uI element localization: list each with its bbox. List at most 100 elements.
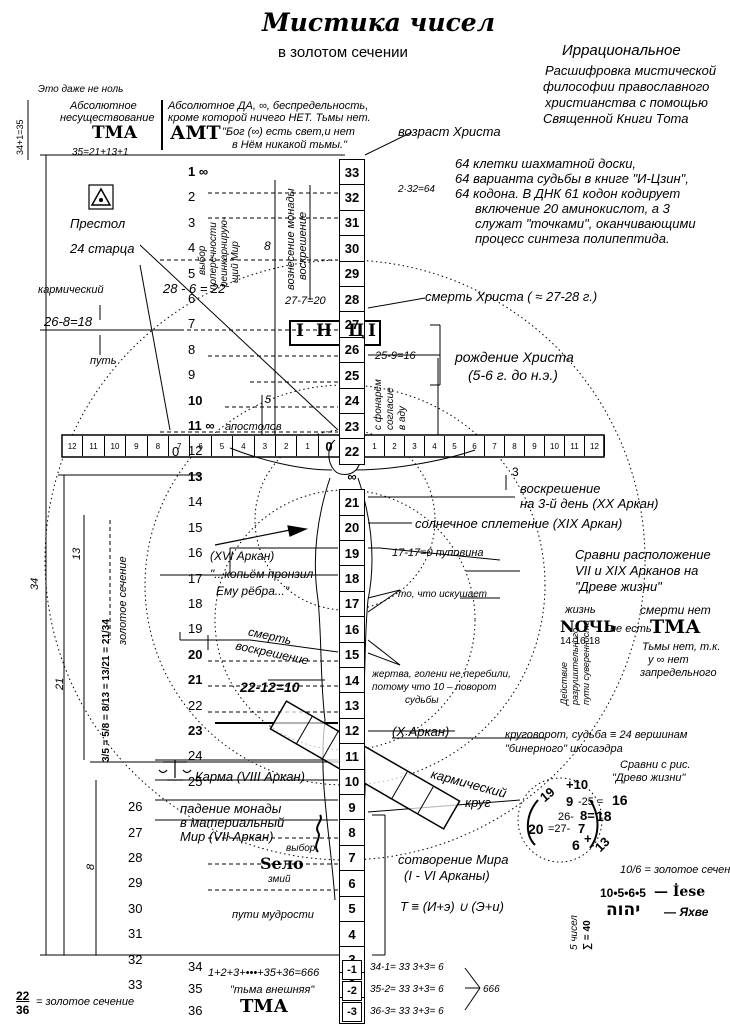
lantern-3: в аду	[397, 406, 408, 430]
crossbar-cell-right: 7	[485, 436, 505, 456]
neg-calc-1: 34-1= 33 3+3= 6	[370, 962, 444, 973]
compare-3: "Древе жизни"	[575, 579, 662, 594]
crossbar-cell-right: 5	[445, 436, 465, 456]
left-number: 26	[128, 799, 143, 815]
inci-letter-1: І	[296, 321, 304, 341]
circle-8: 8=	[580, 808, 595, 823]
negative-cell: -3	[342, 1002, 362, 1022]
choice-2: поперечности	[208, 222, 219, 290]
no-death-1: Тьмы нет, т.к.	[642, 641, 721, 653]
crossbar-cell-left: 3	[255, 436, 276, 456]
left-number: 9	[188, 367, 196, 383]
crossbar-cell-left: 10	[105, 436, 127, 456]
victim-3: судьбы	[405, 695, 439, 706]
sum-666: 1+2+3+•••+35+36=666	[208, 967, 320, 979]
is-not-label: не есть	[610, 623, 652, 635]
spear-line-1: "...копьём пронзил	[210, 567, 314, 581]
crossbar-cell-left: 8	[148, 436, 169, 456]
not-zero-label: Это даже не ноль	[38, 84, 124, 95]
dim-8-top: 8	[264, 239, 271, 253]
tma-label: ТМА	[92, 123, 138, 143]
column-cell: 8	[339, 819, 365, 846]
irrational-title: Иррациональное	[562, 42, 681, 59]
circle-26: 26-	[558, 811, 574, 823]
sum-35-label: 35=21+13+1	[72, 147, 129, 158]
tma-right-label: ТМА	[650, 616, 701, 638]
navel-label: 17-17=0 пуповина	[392, 547, 484, 559]
column-cell: 11	[339, 743, 365, 770]
column-cell: 25	[339, 362, 365, 389]
page-title: Мистика чисел	[262, 8, 495, 37]
crossbar-cell-right: 3	[405, 436, 425, 456]
eq-27-7: 27-7=20	[285, 295, 326, 307]
left-number: 32	[128, 951, 143, 967]
left-number: 5	[188, 265, 196, 281]
left-number: 36	[188, 1003, 203, 1018]
irrational-desc-4: Священной Книги Тота	[543, 111, 689, 126]
left-number: 34	[188, 959, 203, 974]
creation-line-2: (I - VI Арканы)	[404, 868, 490, 883]
creation-line-1: сотворение Мира	[398, 852, 509, 867]
inci-letter-2: Н	[316, 321, 333, 341]
christ-death-label: смерть Христа ( ≈ 27-28 г.)	[425, 289, 598, 304]
spear-line-2: Ему рёбра..."	[216, 584, 290, 598]
column-cell: 23	[339, 413, 365, 440]
crossbar-cell-right: 2	[385, 436, 405, 456]
resurrection-label: воскрешение	[520, 481, 601, 496]
left-number: 33	[128, 977, 143, 992]
christ-birth-years: (5-6 г. до н.э.)	[468, 367, 558, 383]
x-arcan-label: (Х Аркан)	[392, 724, 450, 739]
circle-16: 16	[612, 792, 628, 808]
chess-line-3: 64 кодона. В ДНК 61 кодон кодирует	[455, 186, 681, 201]
circle-27: =27-	[548, 823, 571, 835]
apostles-label: апостолов	[225, 421, 282, 433]
column-cell: 10	[339, 768, 365, 795]
neg-666: 666	[483, 984, 500, 995]
column-cell: 5	[339, 895, 365, 922]
irrational-desc-1: Расшифровка мистической	[545, 63, 717, 78]
column-cell: 28	[339, 286, 365, 313]
column-cell: 12	[339, 717, 365, 745]
column-cell: 32	[339, 184, 365, 211]
negative-cell: -1	[342, 960, 362, 980]
compare-1: Сравни расположение	[575, 547, 711, 562]
page-subtitle: в золотом сечении	[278, 44, 408, 61]
solar-plexus-label: солнечное сплетение (XIX Аркан)	[415, 516, 623, 531]
god-light-2: в Нём никакой тьмы."	[232, 139, 347, 151]
golden-frac-text: = золотое сечение	[36, 996, 135, 1008]
left-number: 2	[188, 189, 196, 205]
fall-line-3: Мир (VII Аркан)	[180, 829, 274, 844]
yahve-label: — Яхве	[664, 905, 709, 919]
column-cell: 29	[339, 260, 365, 287]
left-number: 3	[188, 214, 196, 230]
dim-8: 8	[85, 863, 97, 870]
three-label: 3	[512, 465, 519, 479]
left-number: 18	[188, 596, 203, 611]
amt-label: АМТ	[170, 122, 221, 144]
neg-calc-2: 35-2= 33 3+3= 6	[370, 984, 444, 995]
negative-cell: -2	[342, 981, 362, 1001]
left-number: 10	[188, 392, 203, 408]
acts-3: пути суверенности	[581, 620, 591, 705]
left-number: 14	[188, 494, 203, 510]
elders-label: 24 старца	[70, 241, 135, 256]
column-cell: 21	[339, 489, 365, 516]
arcan-16-label: (XVI Аркан)	[210, 549, 275, 563]
column-cell: 22	[339, 438, 365, 465]
no-death-label: смерти нет	[640, 603, 711, 617]
victim-2: потому что 10 – поворот	[372, 682, 497, 693]
christ-birth-label: рождение Христа	[455, 349, 574, 365]
left-number: 27	[128, 824, 143, 840]
acts-2: разрушительного	[570, 628, 580, 705]
christ-age-label: возраст Христа	[398, 124, 501, 139]
column-cell: 9	[339, 794, 365, 821]
column-cell: 7	[339, 844, 365, 872]
left-number: 25	[188, 773, 203, 789]
monad-ascend: вознесение монады	[285, 188, 297, 290]
left-number: 4	[188, 240, 196, 256]
column-cell: 14	[339, 667, 365, 694]
compare-fig-1: Сравни с рис.	[620, 759, 691, 771]
left-number: 11 ∞	[188, 418, 215, 433]
five-numbers-label: 5 чисел	[569, 915, 580, 950]
left-number: 35	[188, 981, 203, 996]
